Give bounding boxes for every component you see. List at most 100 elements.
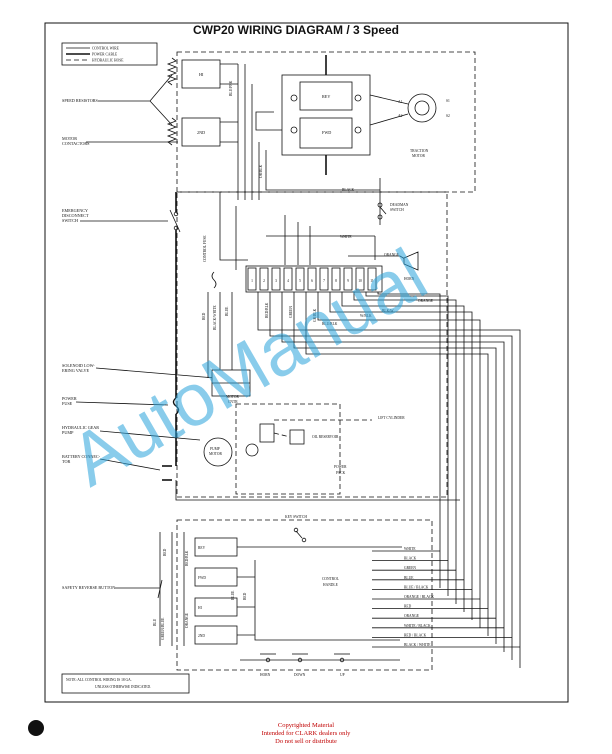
terminal-slot <box>319 267 329 291</box>
handle-hi: HI <box>198 606 203 610</box>
legend-control-wire: CONTROL WIRE <box>92 47 120 51</box>
label-solenoid-valve-2: ERING VALVE <box>62 368 89 373</box>
power-fuse <box>172 397 180 415</box>
handle-wire-red-2: RED <box>243 592 247 600</box>
terminal-number: 1 <box>251 279 253 283</box>
fwd-contactor-label: FWD <box>322 130 331 135</box>
terminal-slot <box>283 267 293 291</box>
label-control-fuse: CONTROL FUSE <box>203 235 207 262</box>
handle-wire-red: RED <box>163 548 167 556</box>
label-hydraulic-pump: HYDRAULIC GEAR <box>62 425 99 430</box>
handle-2nd: 2ND <box>198 634 205 638</box>
wire-w-blk: W/BLK <box>360 314 372 318</box>
wire-green: GREEN <box>289 306 293 318</box>
power-pack-label-2: PACK <box>336 471 346 475</box>
terminal-slot <box>331 267 341 291</box>
hi-contactor-label: HI <box>199 72 204 77</box>
handle-buttons: HORN DOWN UP <box>240 653 400 677</box>
horn-label: HORN <box>404 277 415 281</box>
motor-cntr: MOTOR CNTR <box>211 369 251 404</box>
control-handle-outline <box>176 519 433 671</box>
motor-cntr-label: MOTOR <box>226 395 240 399</box>
label-safety-reverse: SAFETY REVERSE BUTTON <box>62 585 115 590</box>
key-switch-label: KEY SWITCH <box>285 515 307 519</box>
label-motor-contactors: MOTOR <box>62 136 77 141</box>
motor-cntr-label-2: CNTR <box>228 400 238 404</box>
control-wire-label: GREEN <box>404 566 416 570</box>
handle-wire-blue: BLUE <box>231 590 235 600</box>
traction-motor-label: TRACTION <box>410 149 429 153</box>
deadman-switch-label: DEADMAN <box>390 203 409 207</box>
wire-blk-w: BLK/W <box>382 309 394 313</box>
wire-red-blk: RED/BLK <box>265 302 269 318</box>
control-handle-label-2: HANDLE <box>323 583 339 587</box>
handle-wire-blu: BLU <box>153 618 157 626</box>
terminal-slot <box>271 267 281 291</box>
label-emergency-disconnect-2: DISCONNECT <box>62 213 89 218</box>
lift-cylinder-label: LIFT CYLINDER <box>378 416 405 420</box>
traction-motor: A1 A2 S1 S2 TRACTION MOTOR <box>369 93 450 158</box>
direction-contactors: REV FWD <box>255 55 371 175</box>
down-button-label: DOWN <box>294 673 306 677</box>
traction-s2: S2 <box>446 114 450 118</box>
control-wire-label: BLUE / BLACK <box>404 585 429 589</box>
control-wire-label: ORANGE / BLACK <box>404 595 434 599</box>
handle-wire-green-blue: GREEN/BLUE <box>161 617 165 640</box>
second-contactor: 2ND <box>181 117 238 147</box>
handle-rev: REV <box>198 546 206 550</box>
up-button-label: UP <box>340 673 345 677</box>
terminal-slot <box>247 267 257 291</box>
control-handle-label: CONTROL <box>322 577 339 581</box>
control-wire-label: WHITE <box>404 547 416 551</box>
chassis-wiring <box>219 64 411 270</box>
terminal-number: 8 <box>335 279 337 283</box>
label-power-fuse: POWER <box>62 396 77 401</box>
terminal-number: 6 <box>311 279 313 283</box>
control-wire-label: RED / BLACK <box>404 633 427 637</box>
footer-line-1: Copyrighted Material <box>278 722 334 729</box>
control-handle-switches: REV FWD HI 2ND <box>157 532 402 646</box>
battery-connector <box>162 414 460 501</box>
power-pack: PUMP MOTOR OIL RESERVOIR POWER PACK LIFT… <box>203 403 405 495</box>
note-line-1: NOTE: ALL CONTROL WIRING IS 18 GA. <box>66 678 132 682</box>
label-battery-connector: BATTERY CONNEC- <box>62 454 101 459</box>
label-speed-resistors: SPEED RESISTORS <box>62 98 99 103</box>
label-emergency-disconnect-3: SWITCH <box>62 218 78 223</box>
second-contactor-label: 2ND <box>197 130 205 135</box>
wire-orange-top: ORANGE <box>384 253 400 257</box>
control-wire-label: BLACK / WHITE <box>404 643 431 647</box>
handle-wire-orange: ORANGE <box>185 612 189 628</box>
legend-hydraulic-hose: HYDRAULIC HOSE <box>92 59 124 63</box>
terminal-slot <box>307 267 317 291</box>
footer-line-2: Intended for CLARK dealers only <box>262 730 352 737</box>
wire-blue: BLUE <box>225 306 229 316</box>
pump-motor-label: PUMP <box>210 447 220 451</box>
page-marker-dot <box>28 720 44 736</box>
wire-blu-pnk: BLU/PNK <box>229 80 233 96</box>
label-battery-connector-2: TOR <box>62 459 71 464</box>
emergency-disconnect-switch <box>169 192 181 262</box>
wire-white: WHITE <box>340 235 352 239</box>
terminal-number: 10 <box>358 279 362 283</box>
footer-line-3: Do not sell or distribute <box>275 738 337 745</box>
terminal-number: 2 <box>263 279 265 283</box>
note-line-2: UNLESS OTHERWISE INDICATED. <box>95 685 151 689</box>
label-power-fuse-2: FUSE <box>62 401 73 406</box>
terminal-number: 4 <box>287 279 289 283</box>
key-switch: KEY SWITCH <box>285 515 307 543</box>
oil-reservoir-label: OIL RESERVOIR <box>312 435 339 439</box>
note-box: NOTE: ALL CONTROL WIRING IS 18 GA. UNLES… <box>61 673 190 694</box>
terminal-slot <box>295 267 305 291</box>
legend-power-cable: POWER CABLE <box>92 53 118 57</box>
control-wire-label: BLACK <box>404 557 417 561</box>
wire-black: BLACK <box>342 188 355 192</box>
pump-motor-label-2: MOTOR <box>209 452 223 456</box>
terminal-number: 11 <box>370 279 374 283</box>
label-emergency-disconnect: EMERGENCY <box>62 208 88 213</box>
control-wire-label: BLUE <box>404 576 414 580</box>
label-hydraulic-pump-2: PUMP <box>62 430 74 435</box>
terminal-number: 9 <box>347 279 349 283</box>
wire-black-white: BLACK/WHITE <box>213 304 217 330</box>
